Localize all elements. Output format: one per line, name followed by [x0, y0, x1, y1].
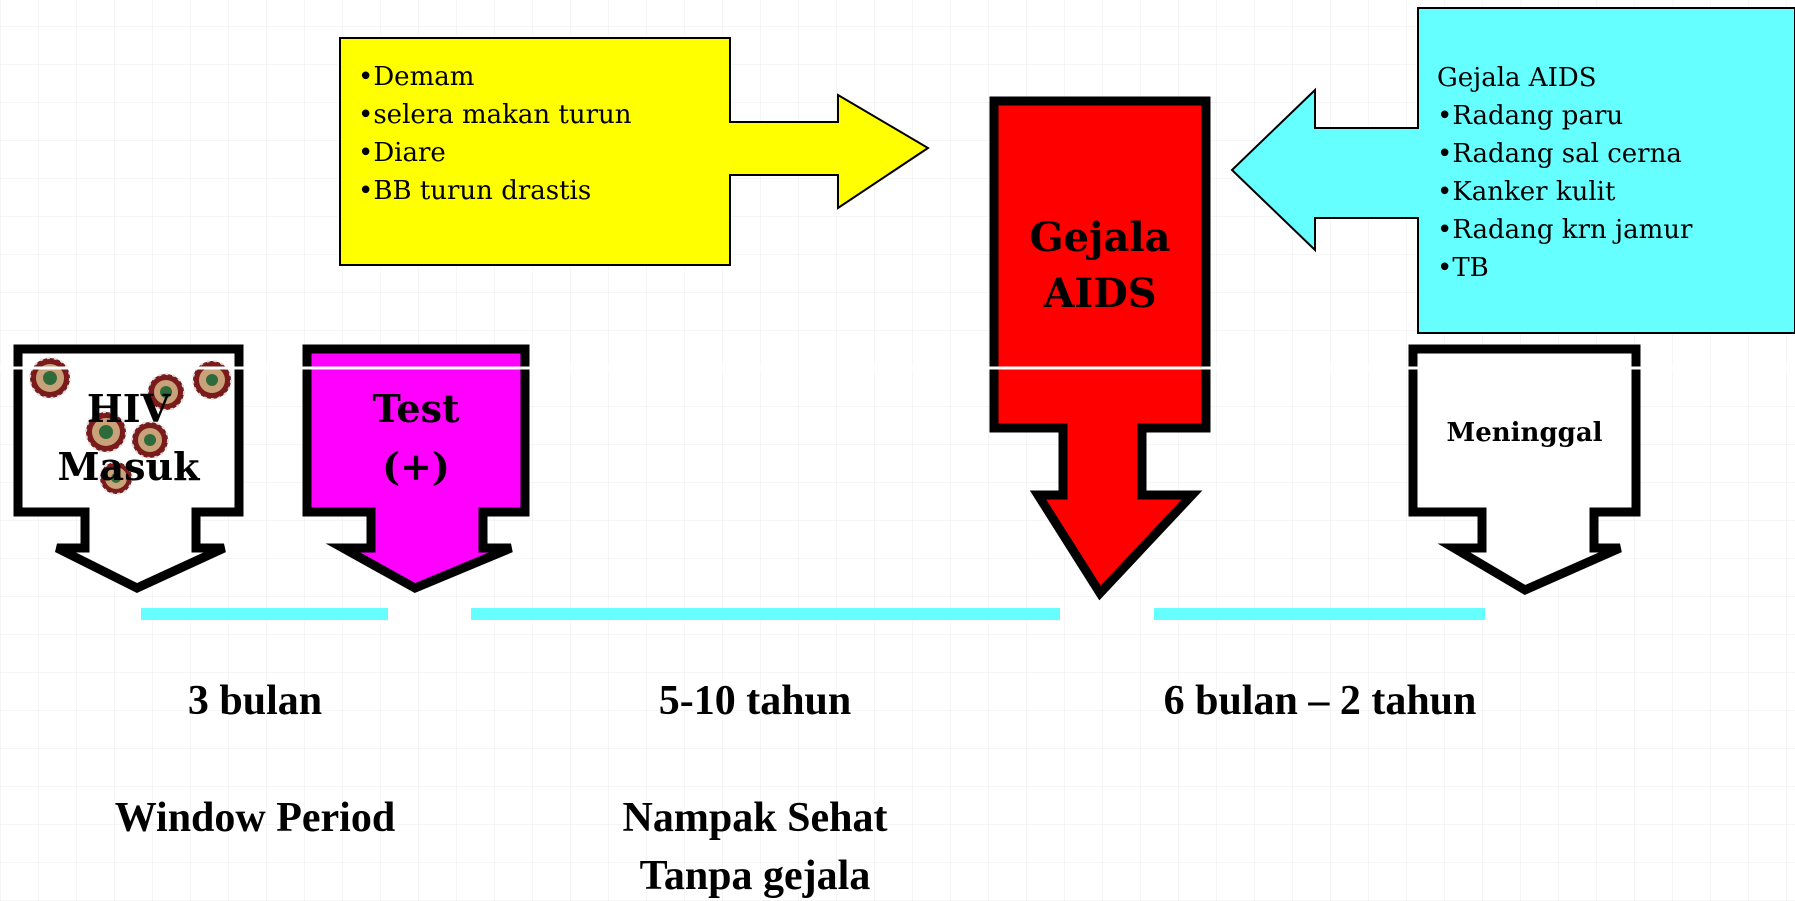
aids-symptom-item: •Radang sal cerna [1437, 139, 1682, 169]
timeline-segment [471, 608, 1060, 620]
meninggal-line1: Meninggal [1446, 418, 1603, 448]
hiv-masuk-line1: HIV [86, 386, 171, 431]
period-duration-2: 5-10 tahun [658, 678, 852, 724]
symptoms-list: •Demam •selera makan turun •Diare •BB tu… [358, 58, 632, 210]
test-positive-line2: (+) [382, 444, 450, 489]
aids-symptom-item: •Kanker kulit [1437, 177, 1616, 207]
gejala-aids-label: Gejala AIDS [994, 210, 1206, 322]
aids-symptom-item: •Radang paru [1437, 101, 1624, 131]
test-positive-line1: Test [372, 386, 460, 431]
symptom-item: •Diare [358, 138, 446, 168]
symptom-item: •BB turun drastis [358, 176, 592, 206]
gejala-aids-line1: Gejala [1029, 214, 1171, 261]
virus-particles-icon [29, 357, 232, 495]
period-duration-3: 6 bulan – 2 tahun [1163, 678, 1477, 724]
aids-callout-shape [1230, 7, 1795, 334]
aids-symptoms-list: Gejala AIDS •Radang paru •Radang sal cer… [1437, 59, 1692, 287]
aids-symptom-item: •Radang krn jamur [1437, 215, 1693, 245]
timeline-segment [1154, 608, 1485, 620]
hiv-masuk-line2: Masuk [57, 444, 200, 489]
period-description-2: Nampak Sehat [622, 795, 888, 841]
aids-symptom-item: •TB [1437, 253, 1489, 283]
aids-callout-heading: Gejala AIDS [1437, 63, 1597, 93]
gejala-aids-arrow-box [989, 96, 1211, 601]
meninggal-label: Meninggal [1413, 416, 1636, 450]
gejala-aids-line2: AIDS [1043, 270, 1157, 317]
period-description-2b: Tanpa gejala [639, 853, 871, 899]
meninggal-arrow-box [1408, 344, 1641, 596]
timeline-segment [141, 608, 388, 620]
symptoms-callout-shape [339, 37, 930, 266]
test-positive-arrow-box [302, 344, 530, 593]
period-description-1: Window Period [114, 795, 396, 841]
test-positive-label: Test (+) [307, 380, 525, 496]
period-duration-1: 3 bulan [187, 678, 323, 724]
symptom-item: •Demam [358, 62, 475, 92]
symptom-item: •selera makan turun [358, 100, 632, 130]
hiv-masuk-label: HIV Masuk [18, 380, 239, 496]
